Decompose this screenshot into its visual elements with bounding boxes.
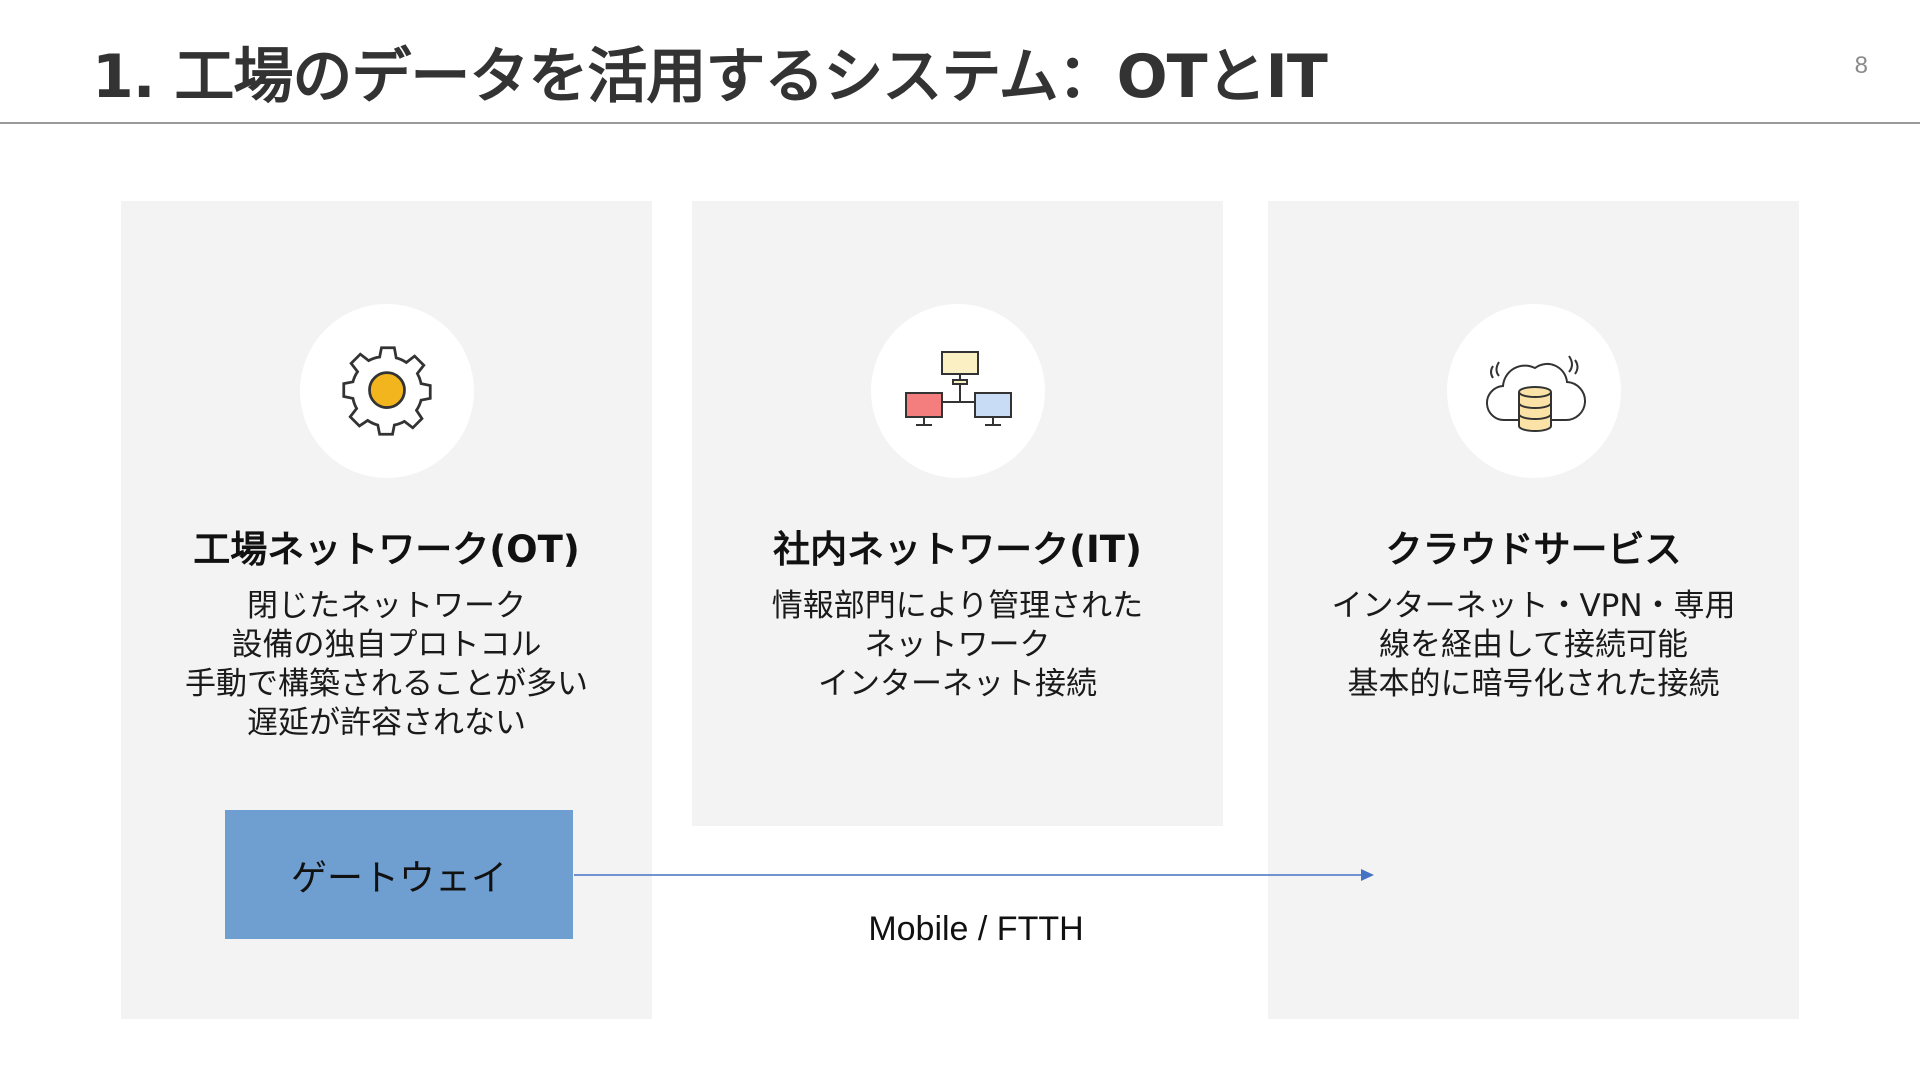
ot-desc-line: 設備の独自プロトコル	[231, 627, 542, 663]
cloud-service-panel: クラウドサービス インターネット・VPN・専用 線を経由して接続可能 基本的に暗…	[1268, 201, 1799, 1019]
it-desc-line: 情報部門により管理された	[771, 588, 1144, 624]
cloud-database-icon	[1485, 355, 1586, 432]
cloud-panel-title: クラウドサービス	[1385, 528, 1682, 571]
cloud-desc-line: 基本的に暗号化された接続	[1347, 666, 1720, 702]
it-desc-line: インターネット接続	[818, 666, 1097, 702]
it-desc-line: ネットワーク	[864, 627, 1051, 663]
ot-panel-description: 閉じたネットワーク 設備の独自プロトコル 手動で構築されることが多い 遅延が許容…	[141, 587, 632, 743]
ot-desc-line: 閉じたネットワーク	[247, 588, 526, 624]
connector-label: Mobile / FTTH	[868, 910, 1084, 948]
ot-icon-circle	[299, 304, 474, 478]
it-network-panel: 社内ネットワーク(IT) 情報部門により管理された ネットワーク インターネット…	[692, 201, 1223, 826]
gateway-label: ゲートウェイ	[290, 857, 507, 899]
gear-icon	[341, 346, 432, 436]
ot-desc-line: 遅延が許容されない	[247, 705, 526, 741]
cloud-desc-line: 線を経由して接続可能	[1378, 627, 1689, 663]
it-icon-circle	[870, 304, 1045, 478]
network-computers-icon	[904, 351, 1012, 426]
page-number: 8	[1854, 52, 1868, 79]
gateway-box: ゲートウェイ	[225, 810, 573, 939]
cloud-icon-circle	[1446, 304, 1621, 478]
slide-title: 1. 工場のデータを活用するシステム：OTとIT	[92, 42, 1328, 112]
cloud-desc-line: インターネット・VPN・専用	[1331, 588, 1736, 624]
ot-panel-title: 工場ネットワーク(OT)	[193, 528, 580, 571]
header-divider	[0, 122, 1920, 124]
it-panel-title: 社内ネットワーク(IT)	[773, 528, 1142, 571]
it-panel-description: 情報部門により管理された ネットワーク インターネット接続	[712, 587, 1203, 704]
cloud-panel-description: インターネット・VPN・専用 線を経由して接続可能 基本的に暗号化された接続	[1288, 587, 1779, 704]
ot-desc-line: 手動で構築されることが多い	[185, 666, 588, 702]
